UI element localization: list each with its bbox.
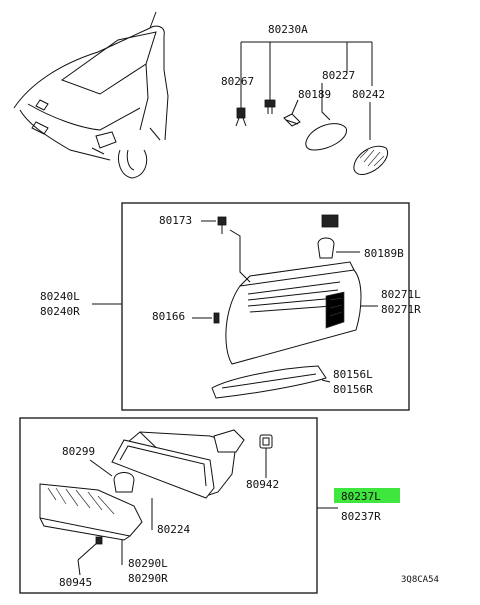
label-80240R: 80240R [40,305,80,318]
label-80237L: 80237L [341,490,381,503]
label-80267: 80267 [221,75,254,88]
drawing-code: 3Q8CA54 [401,575,439,585]
label-80224: 80224 [157,523,190,536]
housing-80242 [353,145,388,175]
gasket-80156 [211,365,327,399]
label-80156R: 80156R [333,383,373,396]
label-80189B: 80189B [364,247,404,260]
lens-80227 [305,123,347,151]
grommet-80942 [259,434,273,449]
highlight-marker [334,488,400,503]
socket-80189B [317,214,339,259]
clip-80230A [264,99,276,114]
bulb-80189 [283,113,301,127]
label-80227: 80227 [322,69,355,82]
car-illustration [13,11,169,179]
turn-signal-group: 80299 80942 80224 80 [19,417,318,594]
label-80156L: 80156L [333,368,373,381]
label-80290R: 80290R [128,572,168,585]
label-80240L: 80240L [40,290,80,303]
label-80271R: 80271R [381,303,421,316]
label-80290L: 80290L [128,557,168,570]
label-80299: 80299 [62,445,95,458]
lamp-assembly-80240 [225,261,362,365]
label-80166: 80166 [152,310,185,323]
label-80271L: 80271L [381,288,421,301]
screw-80945 [77,536,103,576]
group-box-80237 [19,417,318,594]
label-80942: 80942 [246,478,279,491]
bulb-80299 [113,472,135,493]
label-80230A: 80230A [268,23,308,36]
label-80173: 80173 [159,214,192,227]
group-box-80240 [121,202,410,411]
screw-80173 [217,216,227,234]
clip-80166 [213,312,220,324]
clip-80267 [235,107,247,127]
label-80237R: 80237R [341,510,381,523]
label-80189-top: 80189 [298,88,331,101]
gasket-80224 [111,439,215,499]
lens-80290 [39,483,143,541]
front-lamp-group: 80173 80189B 80240L 80240R 80271L 80271R… [40,202,421,411]
label-80242: 80242 [352,88,385,101]
highlighted-part-80237: 80237L 80237R [317,488,400,523]
label-80945: 80945 [59,576,92,589]
side-marker-group: 80230A 80267 80227 80189 80242 [221,23,388,175]
